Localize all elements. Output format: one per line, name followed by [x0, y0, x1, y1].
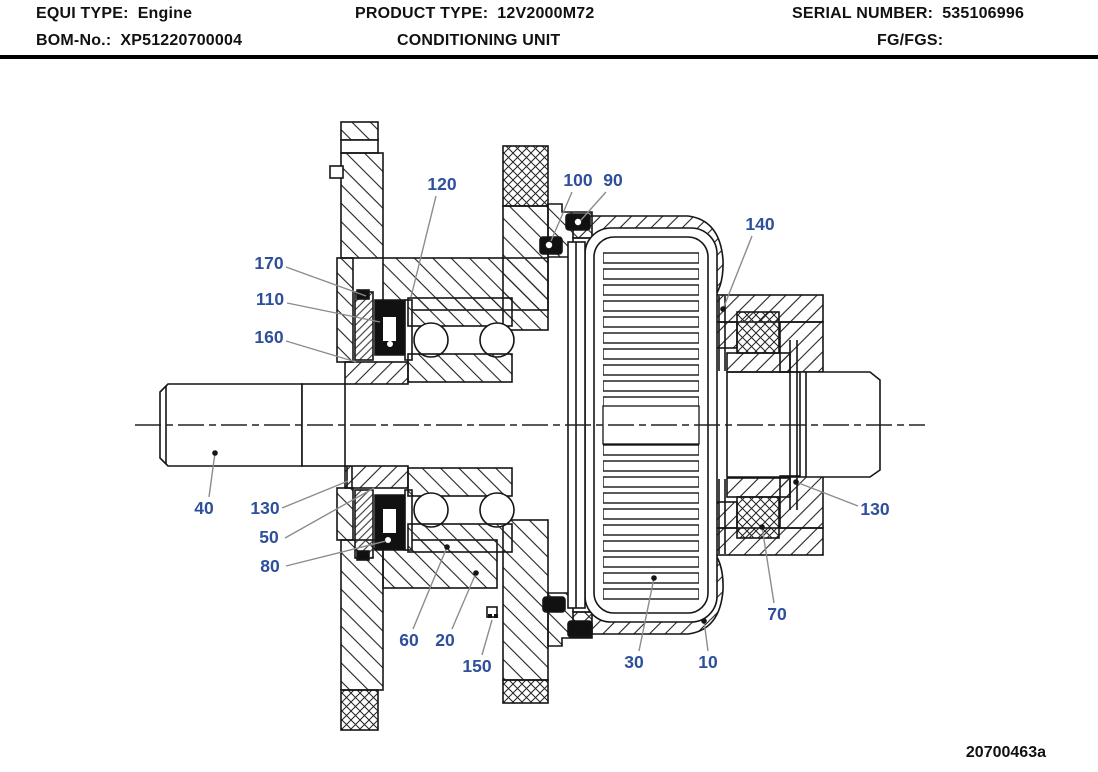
bom-no-field: BOM-No.: XP51220700004: [36, 32, 242, 50]
leader-dot-10-15: [701, 618, 707, 624]
callout-70-16[interactable]: 70: [767, 604, 787, 624]
leader-line-130-17: [795, 481, 859, 507]
callout-90-2[interactable]: 90: [603, 170, 623, 190]
callout-110-5[interactable]: 110: [256, 289, 284, 309]
product-type-field: PRODUCT TYPE: 12V2000M72: [355, 5, 594, 23]
callout-20-12[interactable]: 20: [435, 630, 455, 650]
product-type-value: 12V2000M72: [497, 5, 595, 22]
callout-130-17[interactable]: 130: [860, 499, 889, 519]
callout-170-4[interactable]: 170: [254, 253, 283, 273]
ball-bearing-upper: [407, 297, 515, 383]
product-name: CONDITIONING UNIT: [397, 32, 561, 49]
leader-line-160-6: [285, 340, 357, 363]
callout-100-1[interactable]: 100: [563, 170, 592, 190]
leader-line-110-5: [286, 302, 381, 323]
shaft-seal-upper: [354, 289, 413, 361]
callout-150-13[interactable]: 150: [462, 656, 491, 676]
callout-60-11[interactable]: 60: [399, 630, 419, 650]
leader-dot-30-14: [651, 575, 657, 581]
o-ring-seals: [488, 213, 593, 638]
callout-50-9[interactable]: 50: [259, 527, 279, 547]
leader-line-140-3: [722, 235, 753, 310]
shaft-sleeve: [344, 361, 409, 489]
leader-dot-20-12: [473, 570, 479, 576]
bom-no-label: BOM-No.:: [36, 32, 112, 49]
serial-number-value: 535106996: [942, 5, 1025, 22]
bom-no-value: XP51220700004: [120, 32, 243, 49]
leader-line-100-1: [550, 191, 573, 242]
assembly-drawing: [135, 121, 925, 731]
callout-40-7[interactable]: 40: [194, 498, 214, 518]
coupling-housing: [714, 294, 824, 556]
callout-layer: 120 100 90 140 170 110 160 40 130 50 80 60 20 150 30 10…: [194, 170, 890, 676]
callout-30-14[interactable]: 30: [624, 652, 644, 672]
leader-line-90-2: [580, 191, 607, 221]
leader-line-30-14: [638, 577, 655, 652]
callout-120-0[interactable]: 120: [427, 174, 456, 194]
shaft-seal-lower: [354, 489, 413, 561]
equi-type-value: Engine: [137, 5, 193, 22]
leader-line-20-12: [451, 572, 477, 630]
leader-line-170-4: [285, 266, 367, 297]
leader-line-50-9: [284, 487, 375, 539]
callout-160-6[interactable]: 160: [254, 327, 283, 347]
leader-line-10-15: [703, 620, 709, 652]
fg-fgs-label: FG/FGS:: [877, 32, 944, 49]
serial-number-label: SERIAL NUMBER:: [792, 5, 934, 22]
leader-line-150-13: [481, 619, 493, 656]
leader-line-120-0: [410, 195, 437, 298]
fg-fgs-field: FG/FGS:: [877, 32, 952, 50]
callout-130-8[interactable]: 130: [250, 498, 279, 518]
callout-80-10[interactable]: 80: [260, 556, 280, 576]
serial-number-field: SERIAL NUMBER: 535106996: [792, 5, 1024, 23]
leader-line-80-10: [285, 540, 387, 567]
drawing-number: 20700463a: [965, 744, 1046, 761]
leader-dot-140-3: [720, 306, 726, 312]
leader-dot-40-7: [212, 450, 218, 456]
product-type-label: PRODUCT TYPE:: [355, 5, 489, 22]
ball-bearing-lower: [407, 467, 515, 553]
leader-dot-130-17: [793, 479, 799, 485]
equi-type-label: EQUI TYPE:: [36, 5, 129, 22]
callout-140-3[interactable]: 140: [745, 214, 774, 234]
leader-line-60-11: [412, 546, 448, 630]
leader-line-130-8: [281, 480, 349, 509]
leader-dot-70-16: [759, 524, 765, 530]
callout-10-15[interactable]: 10: [698, 652, 718, 672]
leader-dot-60-11: [444, 544, 450, 550]
equi-type-field: EQUI TYPE: Engine: [36, 5, 192, 23]
leader-line-40-7: [208, 452, 216, 498]
leader-line-70-16: [761, 526, 775, 604]
header-divider: [0, 55, 1098, 59]
